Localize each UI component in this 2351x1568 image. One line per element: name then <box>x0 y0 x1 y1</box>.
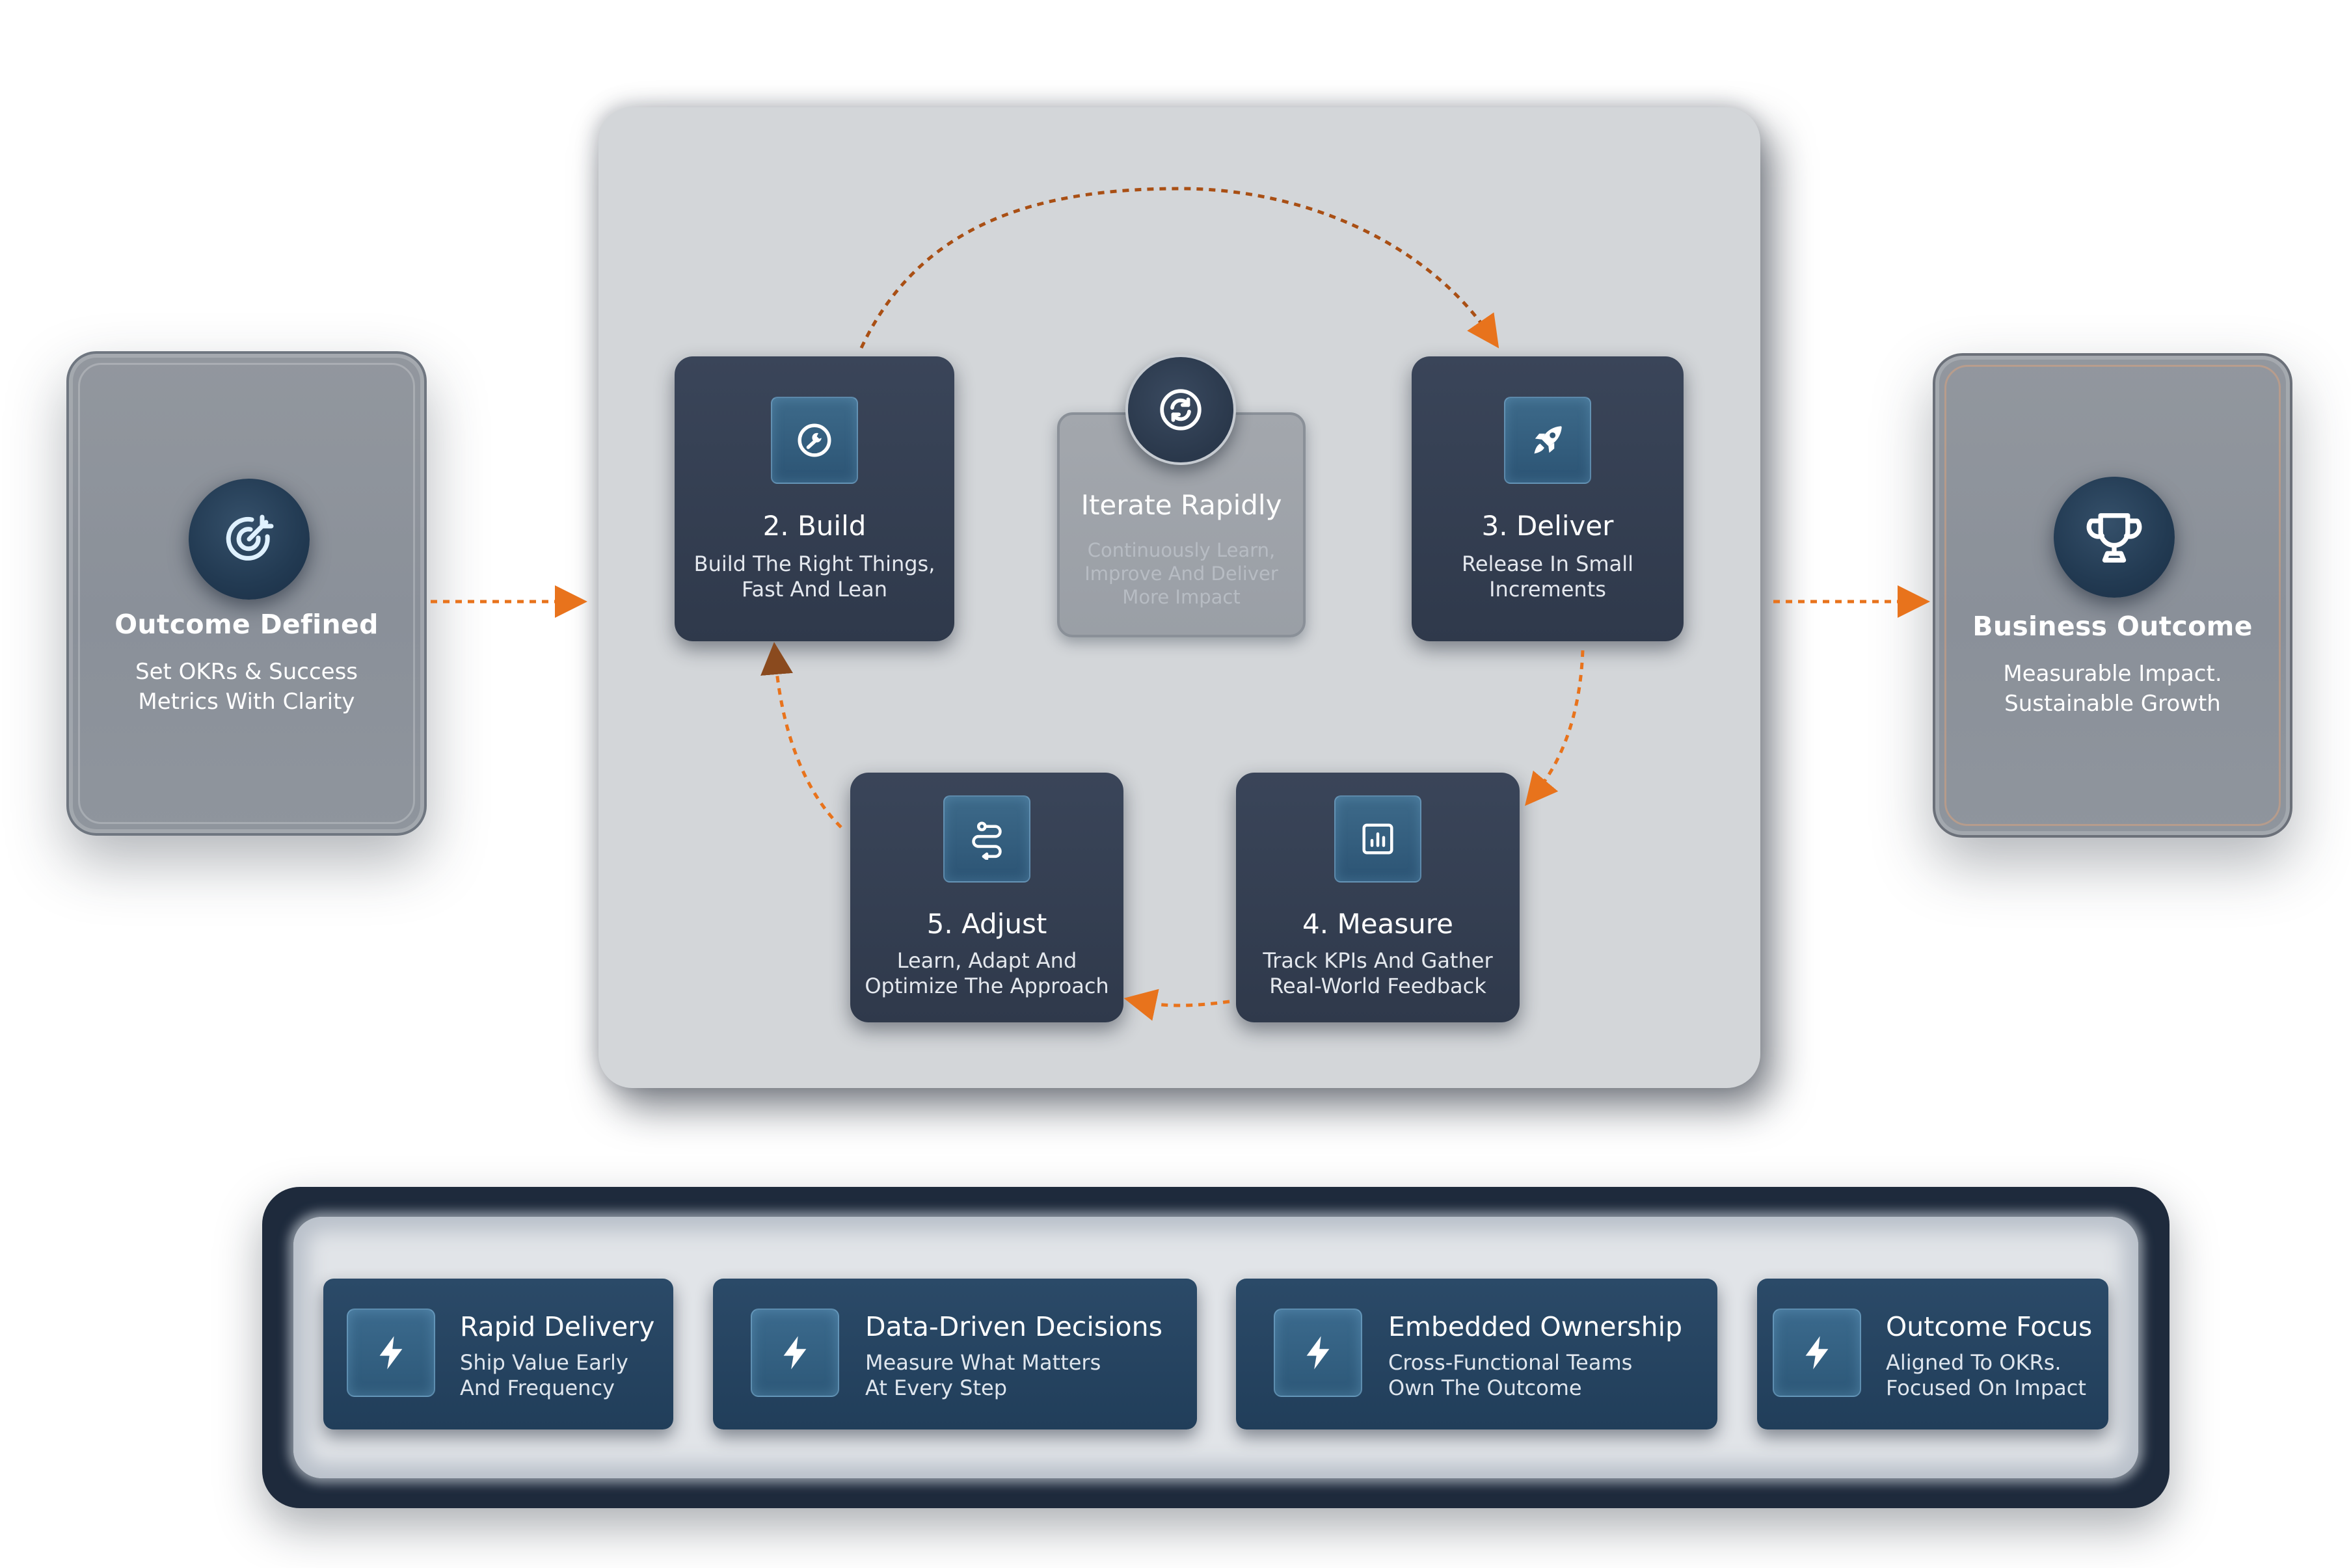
step-measure-card: 4. Measure Track KPIs And Gather Real-Wo… <box>1236 773 1520 1022</box>
step-deliver-desc-line2: Increments <box>1489 577 1606 602</box>
feature-desc-line1: Measure What Matters <box>865 1350 1101 1375</box>
step-build-title: 2. Build <box>762 510 867 542</box>
rocket-icon <box>1504 397 1591 484</box>
step-adjust-title: 5. Adjust <box>926 908 1047 940</box>
lightning-icon <box>1773 1309 1861 1397</box>
outcome-defined-title: Outcome Defined <box>114 609 379 640</box>
iterate-rapidly-card: Iterate Rapidly Continuously Learn, Impr… <box>1057 412 1306 637</box>
feature-desc-line1: Aligned To OKRs. <box>1886 1350 2062 1375</box>
step-adjust-desc-line2: Optimize The Approach <box>865 974 1109 998</box>
feature-title: Data-Driven Decisions <box>865 1311 1162 1342</box>
outcome-defined-card: Outcome Defined Set OKRs & Success Metri… <box>66 351 427 836</box>
iterate-rapidly-desc-line1: Continuously Learn, <box>1087 539 1276 561</box>
step-build-desc-line1: Build The Right Things, <box>693 551 935 576</box>
route-icon <box>943 795 1030 883</box>
refresh-icon <box>1125 354 1236 465</box>
feature-desc-line1: Ship Value Early <box>460 1350 628 1375</box>
step-deliver-title: 3. Deliver <box>1481 510 1614 542</box>
bar-chart-icon <box>1334 795 1421 883</box>
trophy-icon <box>2054 477 2175 598</box>
step-measure-desc-line1: Track KPIs And Gather <box>1263 948 1493 973</box>
step-adjust-card: 5. Adjust Learn, Adapt And Optimize The … <box>850 773 1123 1022</box>
feature-desc-line2: And Frequency <box>460 1375 615 1400</box>
step-adjust-desc-line1: Learn, Adapt And <box>896 948 1077 973</box>
feature-title: Embedded Ownership <box>1388 1311 1683 1342</box>
feature-desc-line2: Own The Outcome <box>1388 1375 1582 1400</box>
step-deliver-desc-line1: Release In Small <box>1462 551 1633 576</box>
feature-desc-line2: Focused On Impact <box>1886 1375 2086 1400</box>
iterate-rapidly-desc-line2: Improve And Deliver <box>1084 563 1278 585</box>
lightning-icon <box>751 1309 839 1397</box>
iterate-rapidly-title: Iterate Rapidly <box>1081 489 1282 521</box>
iterate-rapidly-desc-line3: More Impact <box>1122 586 1241 608</box>
target-icon <box>189 479 310 600</box>
lightning-icon <box>1274 1309 1362 1397</box>
feature-desc-line1: Cross-Functional Teams <box>1388 1350 1633 1375</box>
step-build-desc-line2: Fast And Lean <box>742 577 887 602</box>
business-outcome-card: Business Outcome Measurable Impact. Sust… <box>1933 353 2292 838</box>
feature-card-outcome-focus: Outcome Focus Aligned To OKRs. Focused O… <box>1757 1279 2108 1429</box>
business-outcome-desc-line2: Sustainable Growth <box>2004 691 2221 717</box>
step-measure-title: 4. Measure <box>1302 908 1453 940</box>
business-outcome-desc-line1: Measurable Impact. <box>2003 661 2222 687</box>
business-outcome-title: Business Outcome <box>1972 611 2253 642</box>
step-build-card: 2. Build Build The Right Things, Fast An… <box>675 356 954 641</box>
feature-title: Rapid Delivery <box>460 1311 655 1342</box>
lightning-icon <box>347 1309 435 1397</box>
feature-card-embedded-ownership: Embedded Ownership Cross-Functional Team… <box>1236 1279 1717 1429</box>
wrench-icon <box>771 397 858 484</box>
step-measure-desc-line2: Real-World Feedback <box>1269 974 1486 998</box>
feature-card-data-driven-decisions: Data-Driven Decisions Measure What Matte… <box>713 1279 1197 1429</box>
feature-card-rapid-delivery: Rapid Delivery Ship Value Early And Freq… <box>323 1279 673 1429</box>
outcome-defined-desc-line2: Metrics With Clarity <box>138 689 355 715</box>
outcome-defined-desc-line1: Set OKRs & Success <box>135 659 358 685</box>
feature-title: Outcome Focus <box>1886 1311 2093 1342</box>
step-deliver-card: 3. Deliver Release In Small Increments <box>1412 356 1684 641</box>
feature-desc-line2: At Every Step <box>865 1375 1008 1400</box>
